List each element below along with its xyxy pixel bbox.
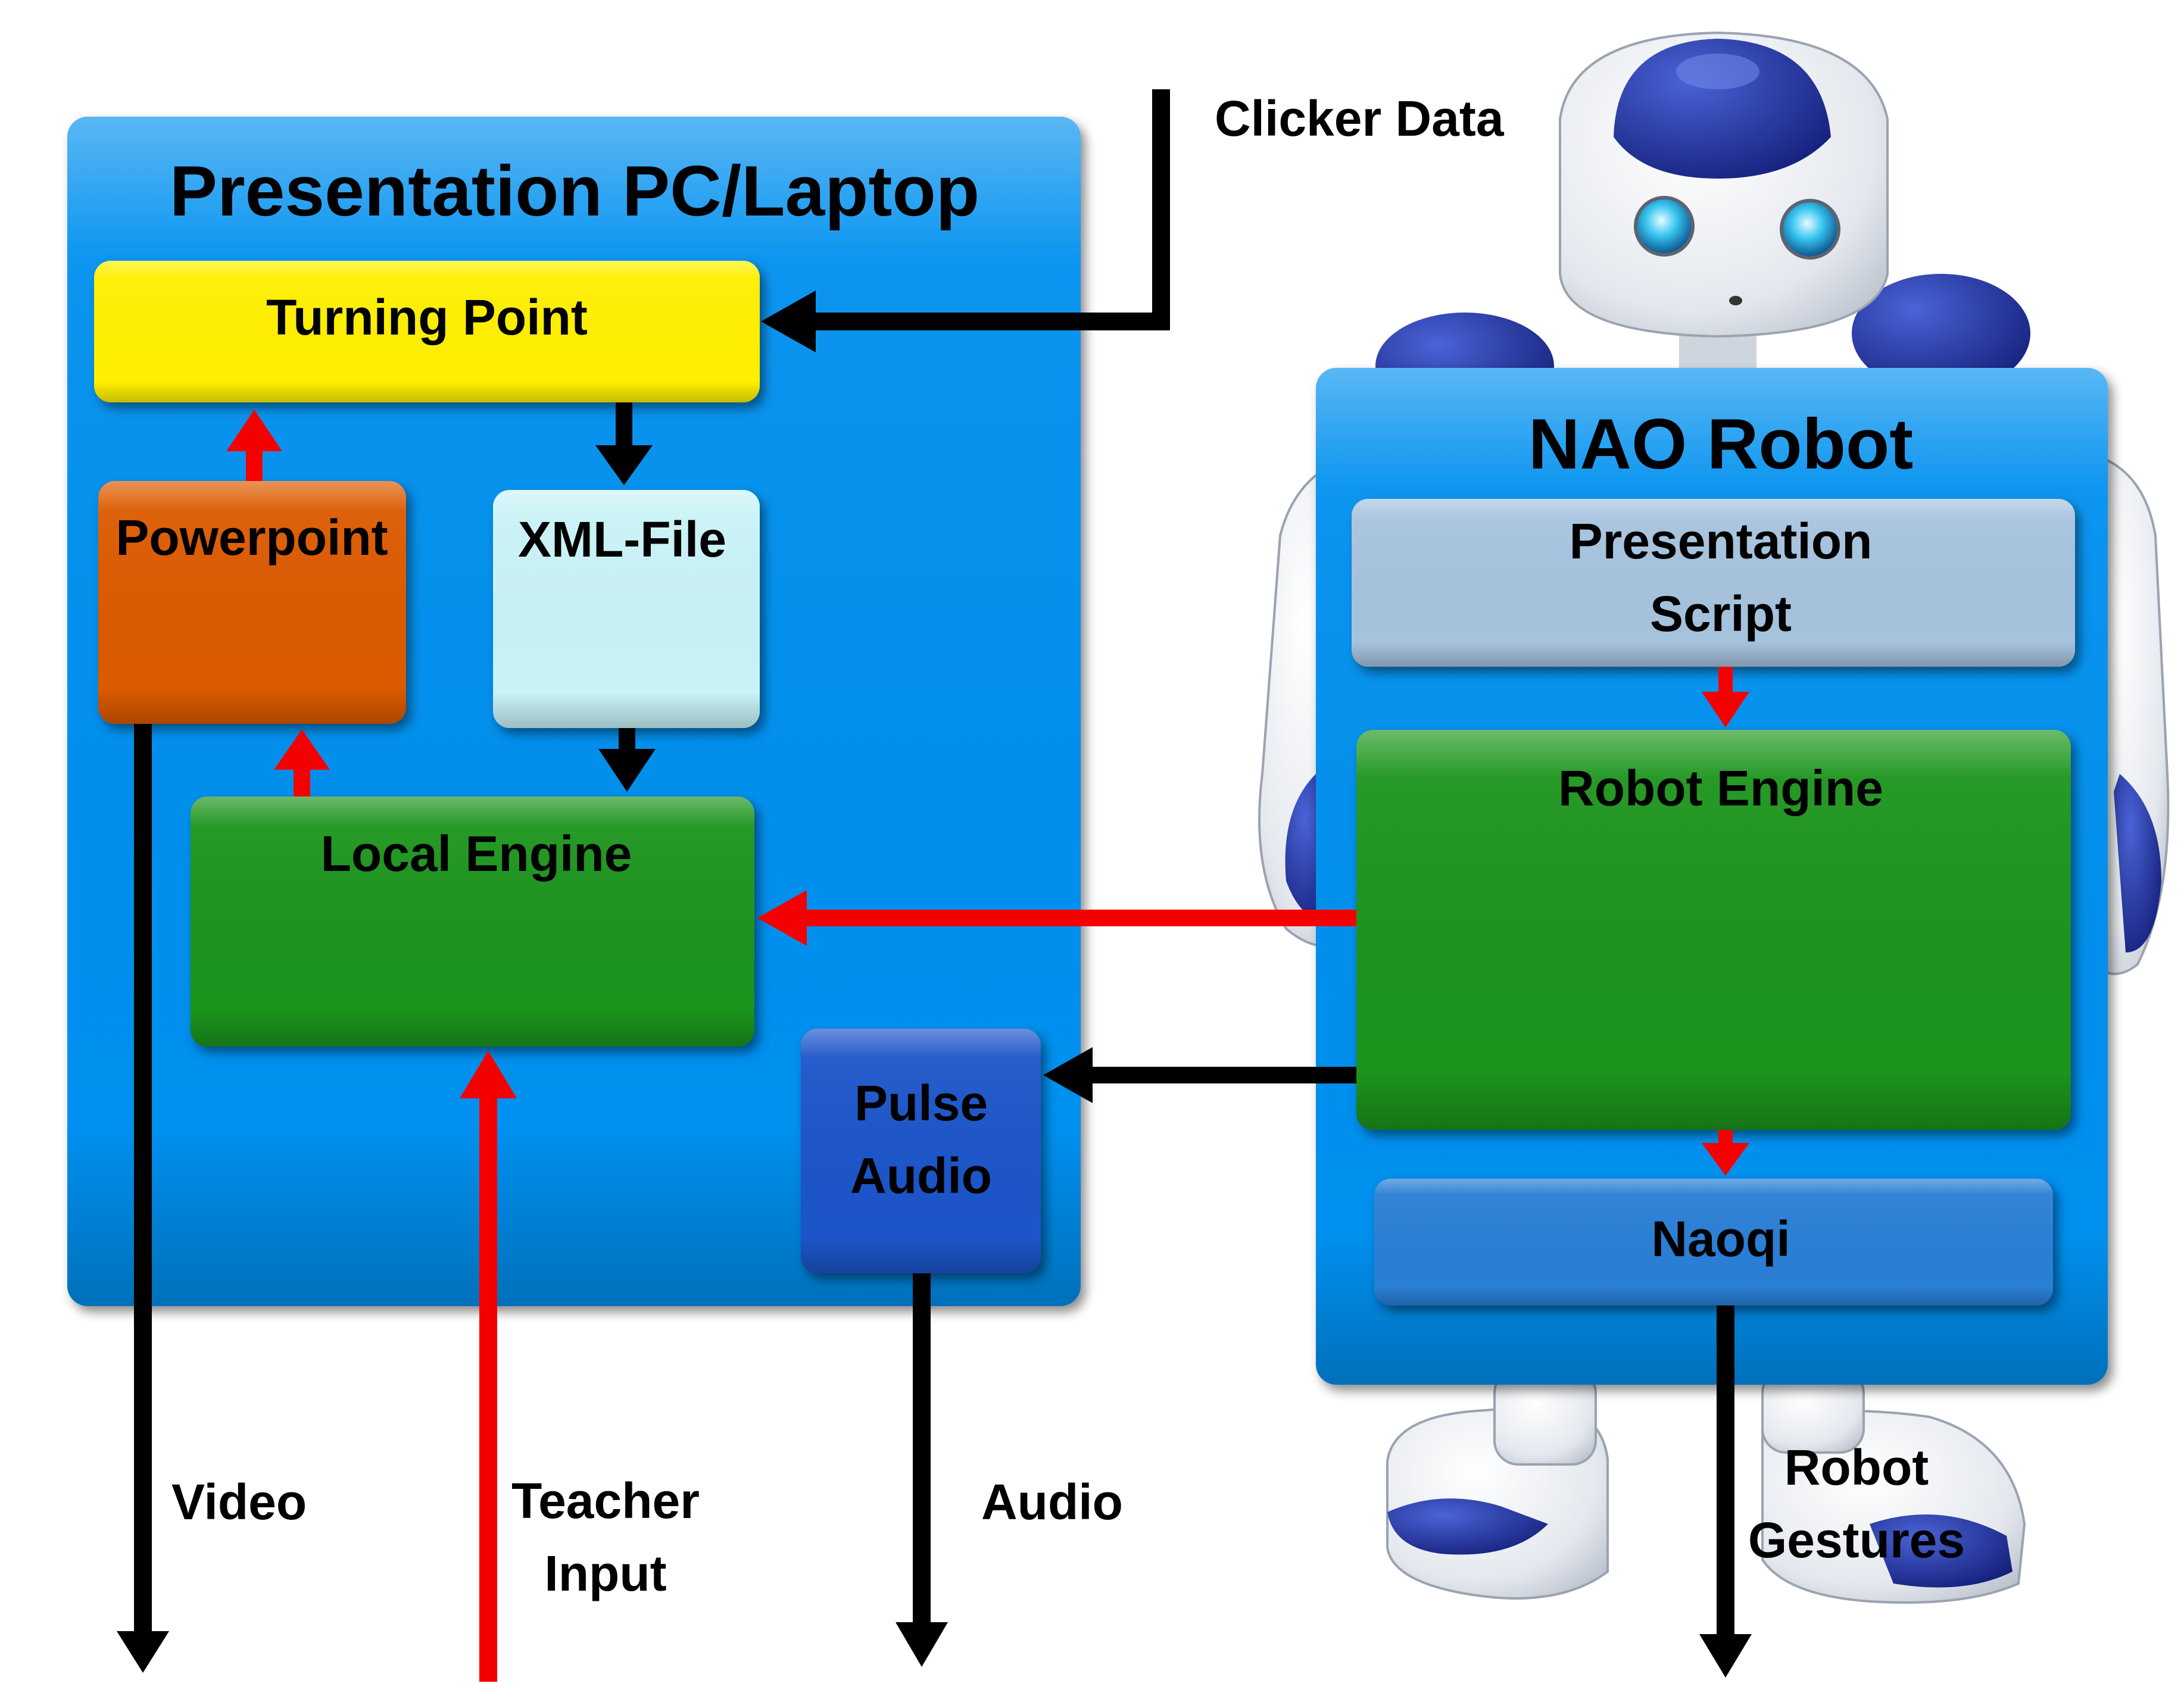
naoqi-block: Naoqi <box>1374 1179 2053 1306</box>
arrow-robot-engine-to-local-engine <box>757 890 1356 946</box>
arrow-powerpoint-to-turning-point <box>226 410 282 481</box>
arrow-clicker-to-turning-point <box>761 89 1170 352</box>
robot-gestures-label-line1: Robot <box>1784 1439 1929 1495</box>
presentation-script-block: Presentation Script <box>1352 499 2075 667</box>
arrow-robot-gestures-out <box>1699 1306 1752 1678</box>
audio-label: Audio <box>981 1474 1123 1530</box>
pc-box-title: Presentation PC/Laptop <box>170 151 979 231</box>
arrow-local-engine-to-powerpoint <box>274 729 330 797</box>
arrow-robot-engine-to-naoqi <box>1702 1130 1749 1176</box>
video-label: Video <box>171 1474 307 1530</box>
local-engine-block: Local Engine <box>191 797 754 1047</box>
xml-file-label: XML-File <box>518 511 726 567</box>
presentation-script-label-line1: Presentation <box>1570 513 1873 569</box>
arrow-audio-out <box>896 1273 948 1667</box>
robot-engine-label: Robot Engine <box>1558 760 1883 816</box>
arrow-turning-point-to-xml <box>595 402 653 485</box>
arrow-robot-engine-to-pulse-audio <box>1043 1047 1356 1103</box>
robot-gestures-label-line2: Gestures <box>1748 1512 1965 1568</box>
robot-right-eye <box>1780 199 1840 260</box>
naoqi-label: Naoqi <box>1651 1211 1790 1267</box>
turning-point-block: Turning Point <box>94 261 760 402</box>
pulse-audio-label-line2: Audio <box>850 1148 992 1204</box>
presentation-script-label-line2: Script <box>1650 586 1792 642</box>
arrows <box>117 89 1752 1682</box>
robot-head-top <box>1614 39 1831 179</box>
arrow-teacher-input <box>460 1051 517 1682</box>
pulse-audio-label-line1: Pulse <box>854 1075 988 1131</box>
robot-right-shoulder <box>1852 274 2030 393</box>
robot-box-title: NAO Robot <box>1528 404 1914 484</box>
robot-engine-block: Robot Engine <box>1356 730 2071 1130</box>
teacher-input-label-line2: Input <box>544 1545 666 1601</box>
arrow-video-out <box>117 724 169 1673</box>
powerpoint-block: Powerpoint <box>98 481 406 724</box>
teacher-input-label-line1: Teacher <box>511 1473 700 1529</box>
arrow-xml-to-local-engine <box>598 728 656 792</box>
powerpoint-label: Powerpoint <box>116 510 388 566</box>
clicker-data-label: Clicker Data <box>1215 90 1505 146</box>
xml-file-block: XML-File <box>493 490 760 728</box>
local-engine-label: Local Engine <box>321 826 632 882</box>
pulse-audio-block: Pulse Audio <box>801 1029 1041 1273</box>
robot-left-eye <box>1634 196 1695 257</box>
turning-point-label: Turning Point <box>266 289 588 345</box>
arrow-script-to-robot-engine <box>1702 667 1749 727</box>
